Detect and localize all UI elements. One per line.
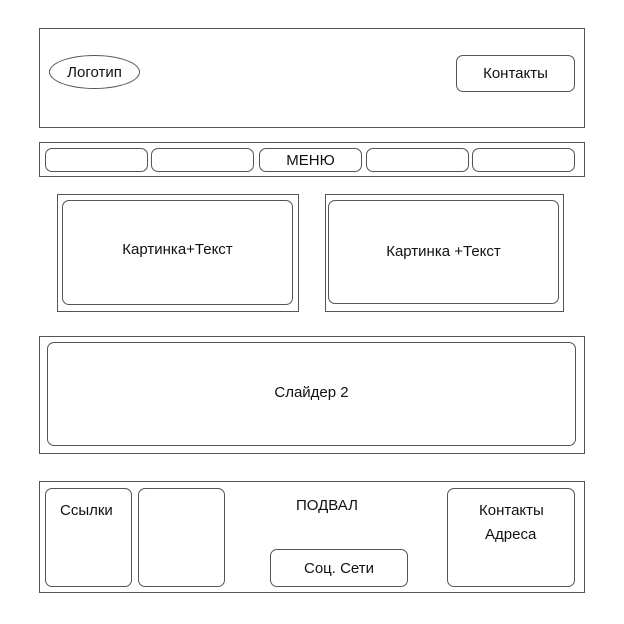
- slider-label: Слайдер 2: [274, 383, 349, 401]
- footer-links-box[interactable]: Ссылки: [45, 488, 132, 587]
- menu-label: МЕНЮ: [286, 151, 335, 169]
- footer-social-label: Соц. Сети: [303, 559, 375, 577]
- menu-item-1[interactable]: [45, 148, 148, 172]
- footer-links-label: Ссылки: [60, 502, 113, 519]
- content-card-left[interactable]: Картинка+Текст: [62, 200, 293, 305]
- header-contacts-label: Контакты: [483, 65, 548, 82]
- footer-contacts-label: Контакты: [479, 502, 544, 519]
- menu-item-2[interactable]: [151, 148, 254, 172]
- content-card-left-label: Картинка+Текст: [122, 241, 233, 258]
- menu-item-5[interactable]: [472, 148, 575, 172]
- menu-item-3[interactable]: МЕНЮ: [259, 148, 362, 172]
- header-contacts-button[interactable]: Контакты: [456, 55, 575, 92]
- slider[interactable]: Слайдер 2: [47, 342, 576, 446]
- footer-contacts-box[interactable]: Контакты Адреса: [447, 488, 575, 587]
- footer-empty-box: [138, 488, 225, 587]
- content-card-right-label: Картинка +Текст: [386, 242, 501, 260]
- content-card-right[interactable]: Картинка +Текст: [328, 200, 559, 304]
- logo-label: Логотип: [67, 63, 122, 81]
- footer-address-label: Адреса: [485, 526, 537, 543]
- logo[interactable]: Логотип: [49, 55, 140, 89]
- menu-item-4[interactable]: [366, 148, 469, 172]
- footer-title: ПОДВАЛ: [296, 497, 358, 514]
- footer-social-button[interactable]: Соц. Сети: [270, 549, 408, 587]
